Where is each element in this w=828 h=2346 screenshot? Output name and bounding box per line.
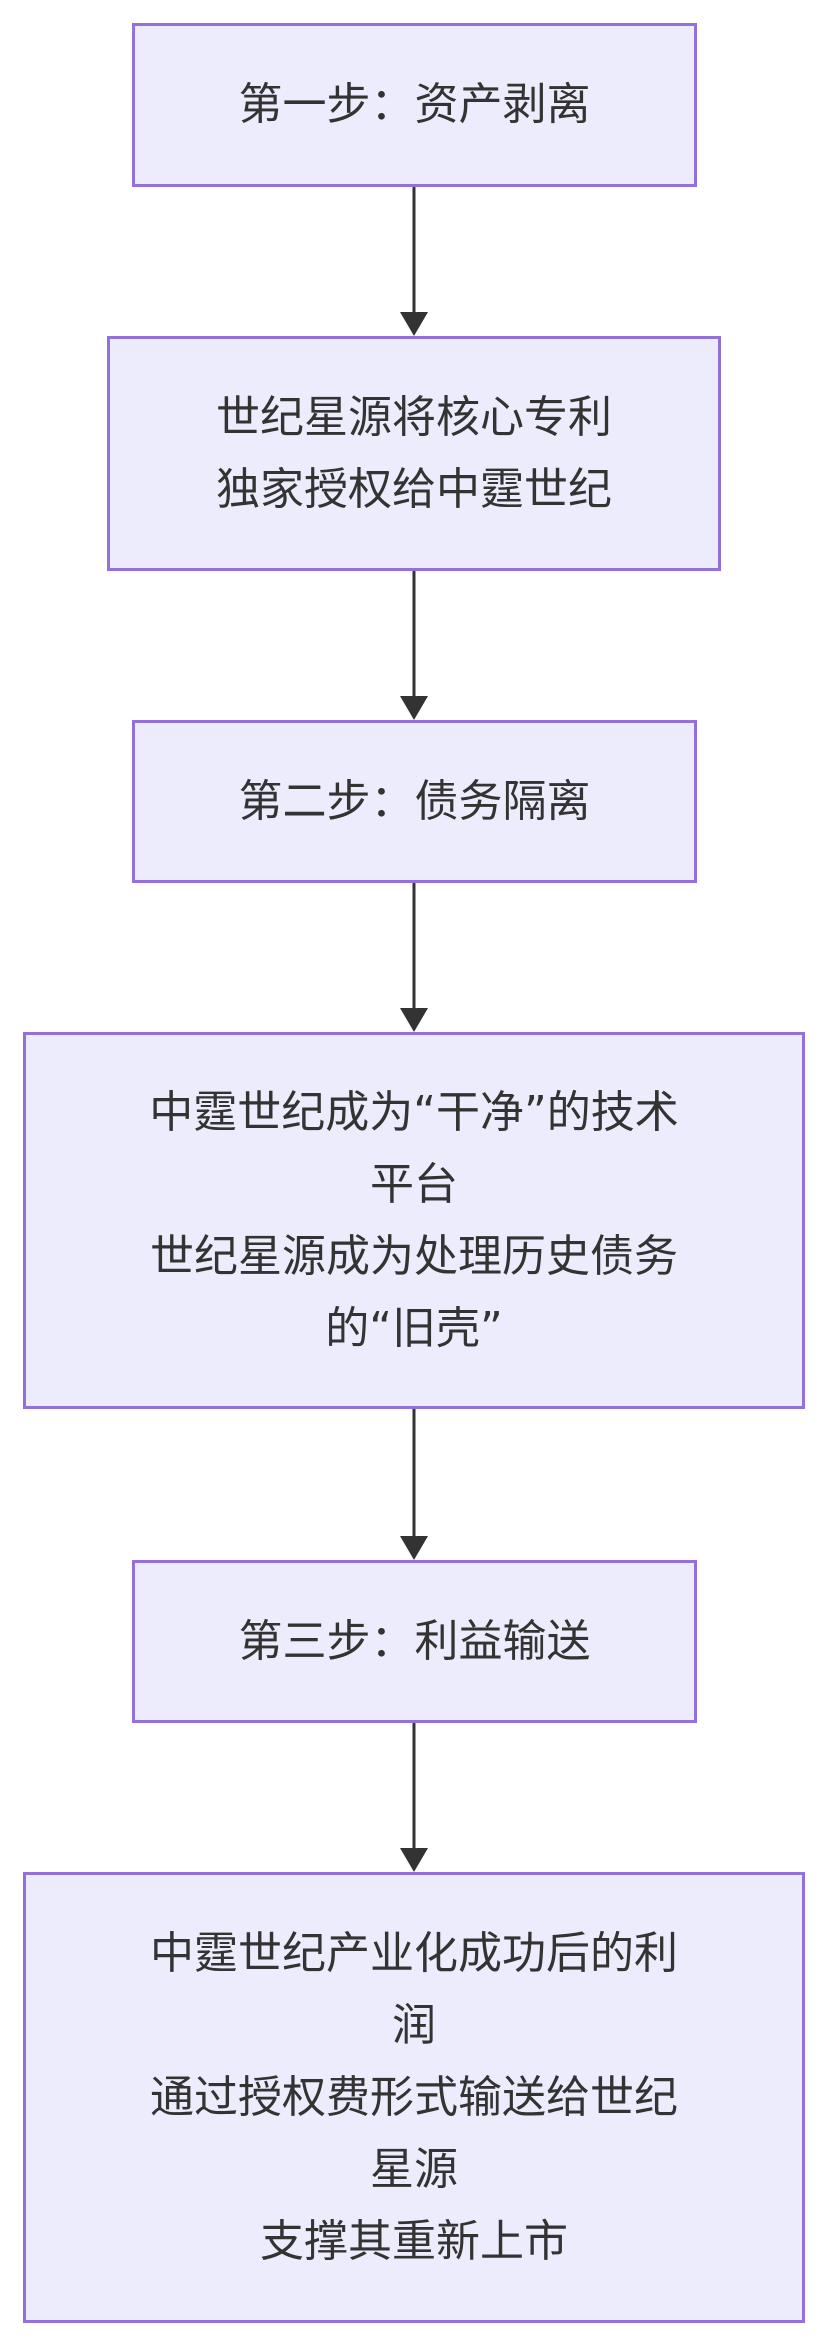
node-label-line: 的“旧壳” bbox=[325, 1302, 503, 1354]
node-label-line: 润 bbox=[392, 1999, 436, 2051]
edge-step1-to-license bbox=[400, 187, 428, 336]
node-label-line: 世纪星源将核心专利 bbox=[216, 391, 612, 443]
node-label-line: 通过授权费形式输送给世纪 bbox=[150, 2071, 678, 2123]
node-label-line: 支撑其重新上市 bbox=[260, 2215, 568, 2267]
node-label-line: 平台 bbox=[370, 1158, 458, 1210]
node-clean-platform-old-shell: 中霆世纪成为“干净”的技术 平台 世纪星源成为处理历史债务 的“旧壳” bbox=[23, 1032, 805, 1409]
node-label-line: 中霆世纪产业化成功后的利 bbox=[150, 1927, 678, 1979]
node-label-line: 第一步：资产剥离 bbox=[238, 79, 591, 130]
node-label-line: 世纪星源成为处理历史债务 bbox=[150, 1230, 678, 1282]
node-profit-transfer: 中霆世纪产业化成功后的利 润 通过授权费形式输送给世纪 星源 支撑其重新上市 bbox=[23, 1872, 805, 2323]
node-step3-benefit-transfer: 第三步：利益输送 bbox=[132, 1560, 697, 1723]
node-step1-asset-stripping: 第一步：资产剥离 bbox=[132, 23, 697, 187]
edge-step2-to-isolation bbox=[400, 883, 428, 1032]
node-label-line: 独家授权给中霆世纪 bbox=[216, 463, 612, 515]
node-step2-debt-isolation: 第二步：债务隔离 bbox=[132, 720, 697, 883]
node-label-line: 中霆世纪成为“干净”的技术 bbox=[149, 1086, 679, 1138]
edge-isolation-to-step3 bbox=[400, 1409, 428, 1560]
node-label-line: 第二步：债务隔离 bbox=[238, 775, 591, 827]
node-label-line: 第三步：利益输送 bbox=[238, 1615, 591, 1667]
edge-step3-to-transfer bbox=[400, 1723, 428, 1872]
node-patent-license: 世纪星源将核心专利 独家授权给中霆世纪 bbox=[107, 336, 721, 571]
edge-license-to-step2 bbox=[400, 571, 428, 720]
node-label-line: 星源 bbox=[370, 2143, 458, 2195]
